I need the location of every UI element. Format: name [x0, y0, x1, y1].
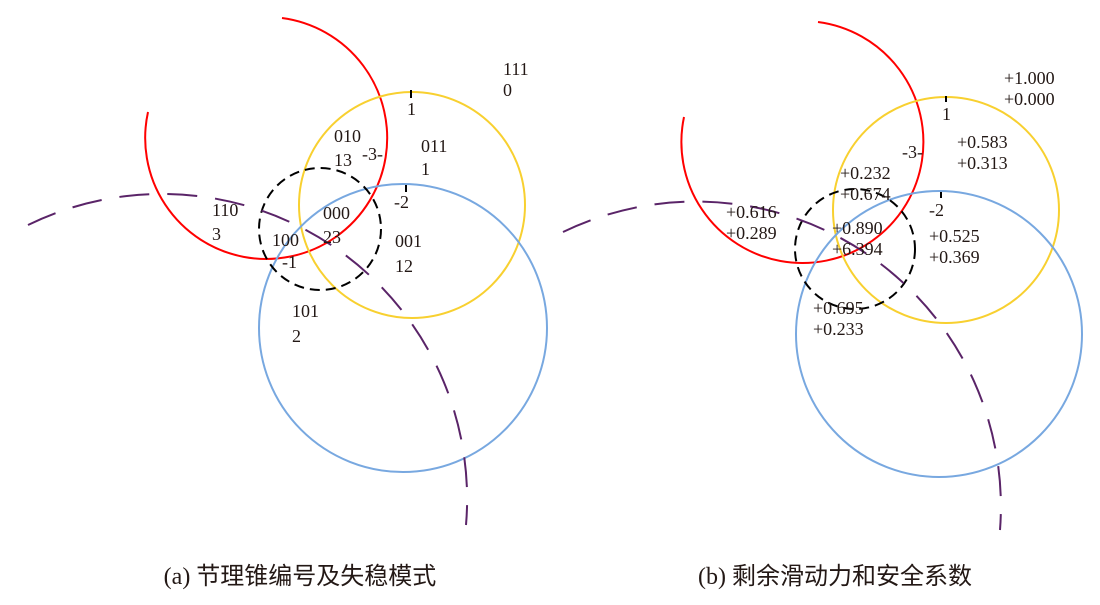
safety-factor: +0.674 — [840, 184, 891, 204]
joint-cone-blue — [795, 190, 1083, 478]
region-code: 100 — [272, 230, 299, 250]
joint-mark: 1 — [942, 104, 951, 124]
residual-force: +0.616 — [726, 202, 777, 222]
residual-force: +0.695 — [813, 298, 864, 318]
residual-force: +0.232 — [840, 163, 891, 183]
region-code: 110 — [212, 200, 238, 220]
residual-force: +0.583 — [957, 132, 1008, 152]
joint-mark: -3- — [362, 144, 383, 164]
region-value: 2 — [292, 326, 301, 346]
safety-factor: +0.000 — [1004, 89, 1055, 109]
friction-cone-black-dashed — [258, 167, 382, 291]
residual-force: +1.000 — [1004, 68, 1055, 88]
panel-a-labels: 111 0 010 13 011 1 110 3 000 23 100 -1 0… — [212, 59, 529, 346]
panel-b — [562, 21, 1083, 531]
region-value: 3 — [212, 224, 221, 244]
purple-dashed-arc — [27, 192, 469, 526]
region-value: 1 — [421, 159, 430, 179]
joint-mark: -2 — [394, 192, 409, 212]
region-code: 111 — [503, 59, 529, 79]
region-code: 101 — [292, 301, 319, 321]
caption-a: (a) 节理锥编号及失稳模式 — [164, 563, 437, 590]
panel-b-labels: +1.000 +0.000 +0.583 +0.313 +0.232 +0.67… — [726, 68, 1055, 339]
safety-factor: +0.289 — [726, 223, 777, 243]
region-value: -1 — [282, 252, 297, 272]
safety-factor: +6.394 — [832, 239, 883, 259]
region-value: 23 — [323, 227, 341, 247]
friction-cone-black-dashed — [794, 188, 916, 310]
region-value: 0 — [503, 80, 512, 100]
joint-mark: -2 — [929, 200, 944, 220]
region-code: 011 — [421, 136, 447, 156]
region-code: 000 — [323, 203, 350, 223]
joint-cone-blue — [258, 183, 548, 473]
safety-factor: +0.233 — [813, 319, 864, 339]
panel-a — [27, 17, 548, 526]
region-code: 010 — [334, 126, 361, 146]
residual-force: +0.525 — [929, 226, 980, 246]
residual-force: +0.890 — [832, 218, 883, 238]
safety-factor: +0.369 — [929, 247, 980, 267]
region-value: 13 — [334, 150, 352, 170]
purple-dashed-arc — [562, 200, 1002, 531]
region-value: 12 — [395, 256, 413, 276]
caption-b: (b) 剩余滑动力和安全系数 — [698, 563, 972, 590]
joint-mark: -3- — [902, 142, 923, 162]
joint-cone-red-arc — [144, 17, 389, 260]
joint-mark: 1 — [407, 99, 416, 119]
joint-cone-red-arc — [680, 21, 925, 264]
region-code: 001 — [395, 231, 422, 251]
safety-factor: +0.313 — [957, 153, 1008, 173]
